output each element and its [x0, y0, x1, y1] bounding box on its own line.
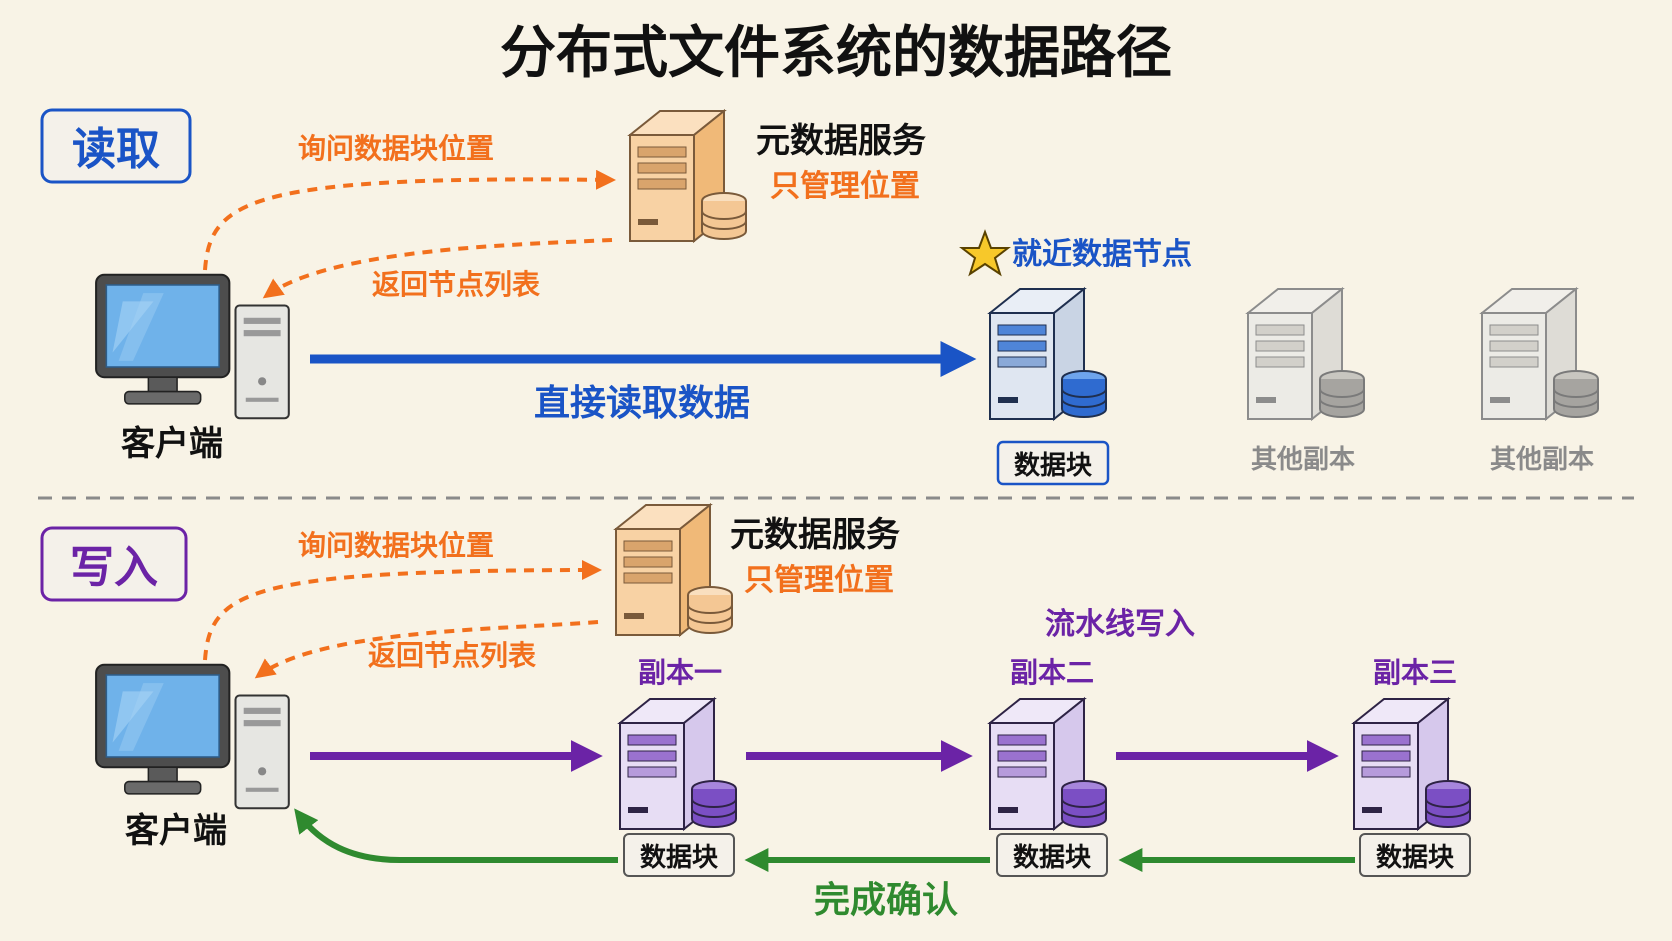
write-return-arrow: [254, 620, 599, 679]
write-block-badge: [996, 833, 1108, 877]
star-icon: [959, 229, 1011, 277]
write-replica-server-icon: [1352, 697, 1472, 831]
write-metadata-server-icon: [614, 503, 734, 637]
read-direct-label: 直接读取数据: [534, 383, 750, 424]
read-section-badge: [40, 108, 192, 184]
write-replica-server-icon: [618, 697, 738, 831]
read-block-label: 数据块: [1014, 451, 1092, 481]
read-nearest-label: 就近数据节点: [1012, 237, 1192, 272]
read-metadata-server-icon: [628, 109, 748, 243]
write-ack-arrow: [294, 808, 618, 863]
read-ask-arrow: [203, 169, 616, 271]
read-client-label: 客户端: [121, 424, 223, 464]
write-replica-label: 副本三: [1373, 656, 1457, 689]
read-section-label: 读取: [72, 124, 160, 175]
write-section-label: 写入: [70, 542, 158, 593]
write-replica-label: 副本二: [1010, 656, 1094, 689]
read-metadata-note: 只管理位置: [770, 169, 920, 204]
write-metadata-name: 元数据服务: [730, 515, 900, 555]
write-ask-arrow: [203, 560, 602, 661]
write-section-badge: [40, 526, 188, 602]
read-nearest-server-icon: [988, 287, 1108, 421]
diagram-title: 分布式文件系统的数据路径: [500, 21, 1172, 86]
write-block-label: 数据块: [1376, 843, 1454, 873]
write-block-badge: [623, 833, 735, 877]
read-replica-server-icon: [1480, 287, 1600, 421]
read-replica-server-icon: [1246, 287, 1366, 421]
write-client-label: 客户端: [125, 811, 227, 851]
read-other-replica-label: 其他副本: [1490, 445, 1594, 475]
read-client-computer-icon: [95, 273, 290, 420]
read-other-replica-label: 其他副本: [1251, 445, 1355, 475]
write-replica-server-icon: [988, 697, 1108, 831]
write-metadata-note: 只管理位置: [744, 563, 894, 598]
read-metadata-name: 元数据服务: [756, 121, 926, 161]
write-client-computer-icon: [95, 663, 290, 810]
write-ask-label: 询问数据块位置: [298, 529, 494, 562]
read-return-label: 返回节点列表: [372, 268, 540, 301]
write-ack-label: 完成确认: [814, 880, 958, 921]
write-section: 写入 客户端 元数据服务 只管理位置 询问数据块位置 返回节点列表 流水线写入 …: [40, 503, 1472, 921]
read-ask-label: 询问数据块位置: [298, 132, 494, 165]
read-block-badge: [996, 440, 1110, 486]
write-block-label: 数据块: [1013, 843, 1091, 873]
write-block-label: 数据块: [640, 843, 718, 873]
read-section: 读取 客户端 元数据服务 只管理位置 询问数据块位置 返回节点列表 直接读取数据…: [40, 108, 1600, 486]
write-block-badge: [1359, 833, 1471, 877]
write-replica-label: 副本一: [638, 656, 722, 689]
write-pipeline-label: 流水线写入: [1045, 607, 1195, 642]
write-return-label: 返回节点列表: [368, 639, 536, 672]
